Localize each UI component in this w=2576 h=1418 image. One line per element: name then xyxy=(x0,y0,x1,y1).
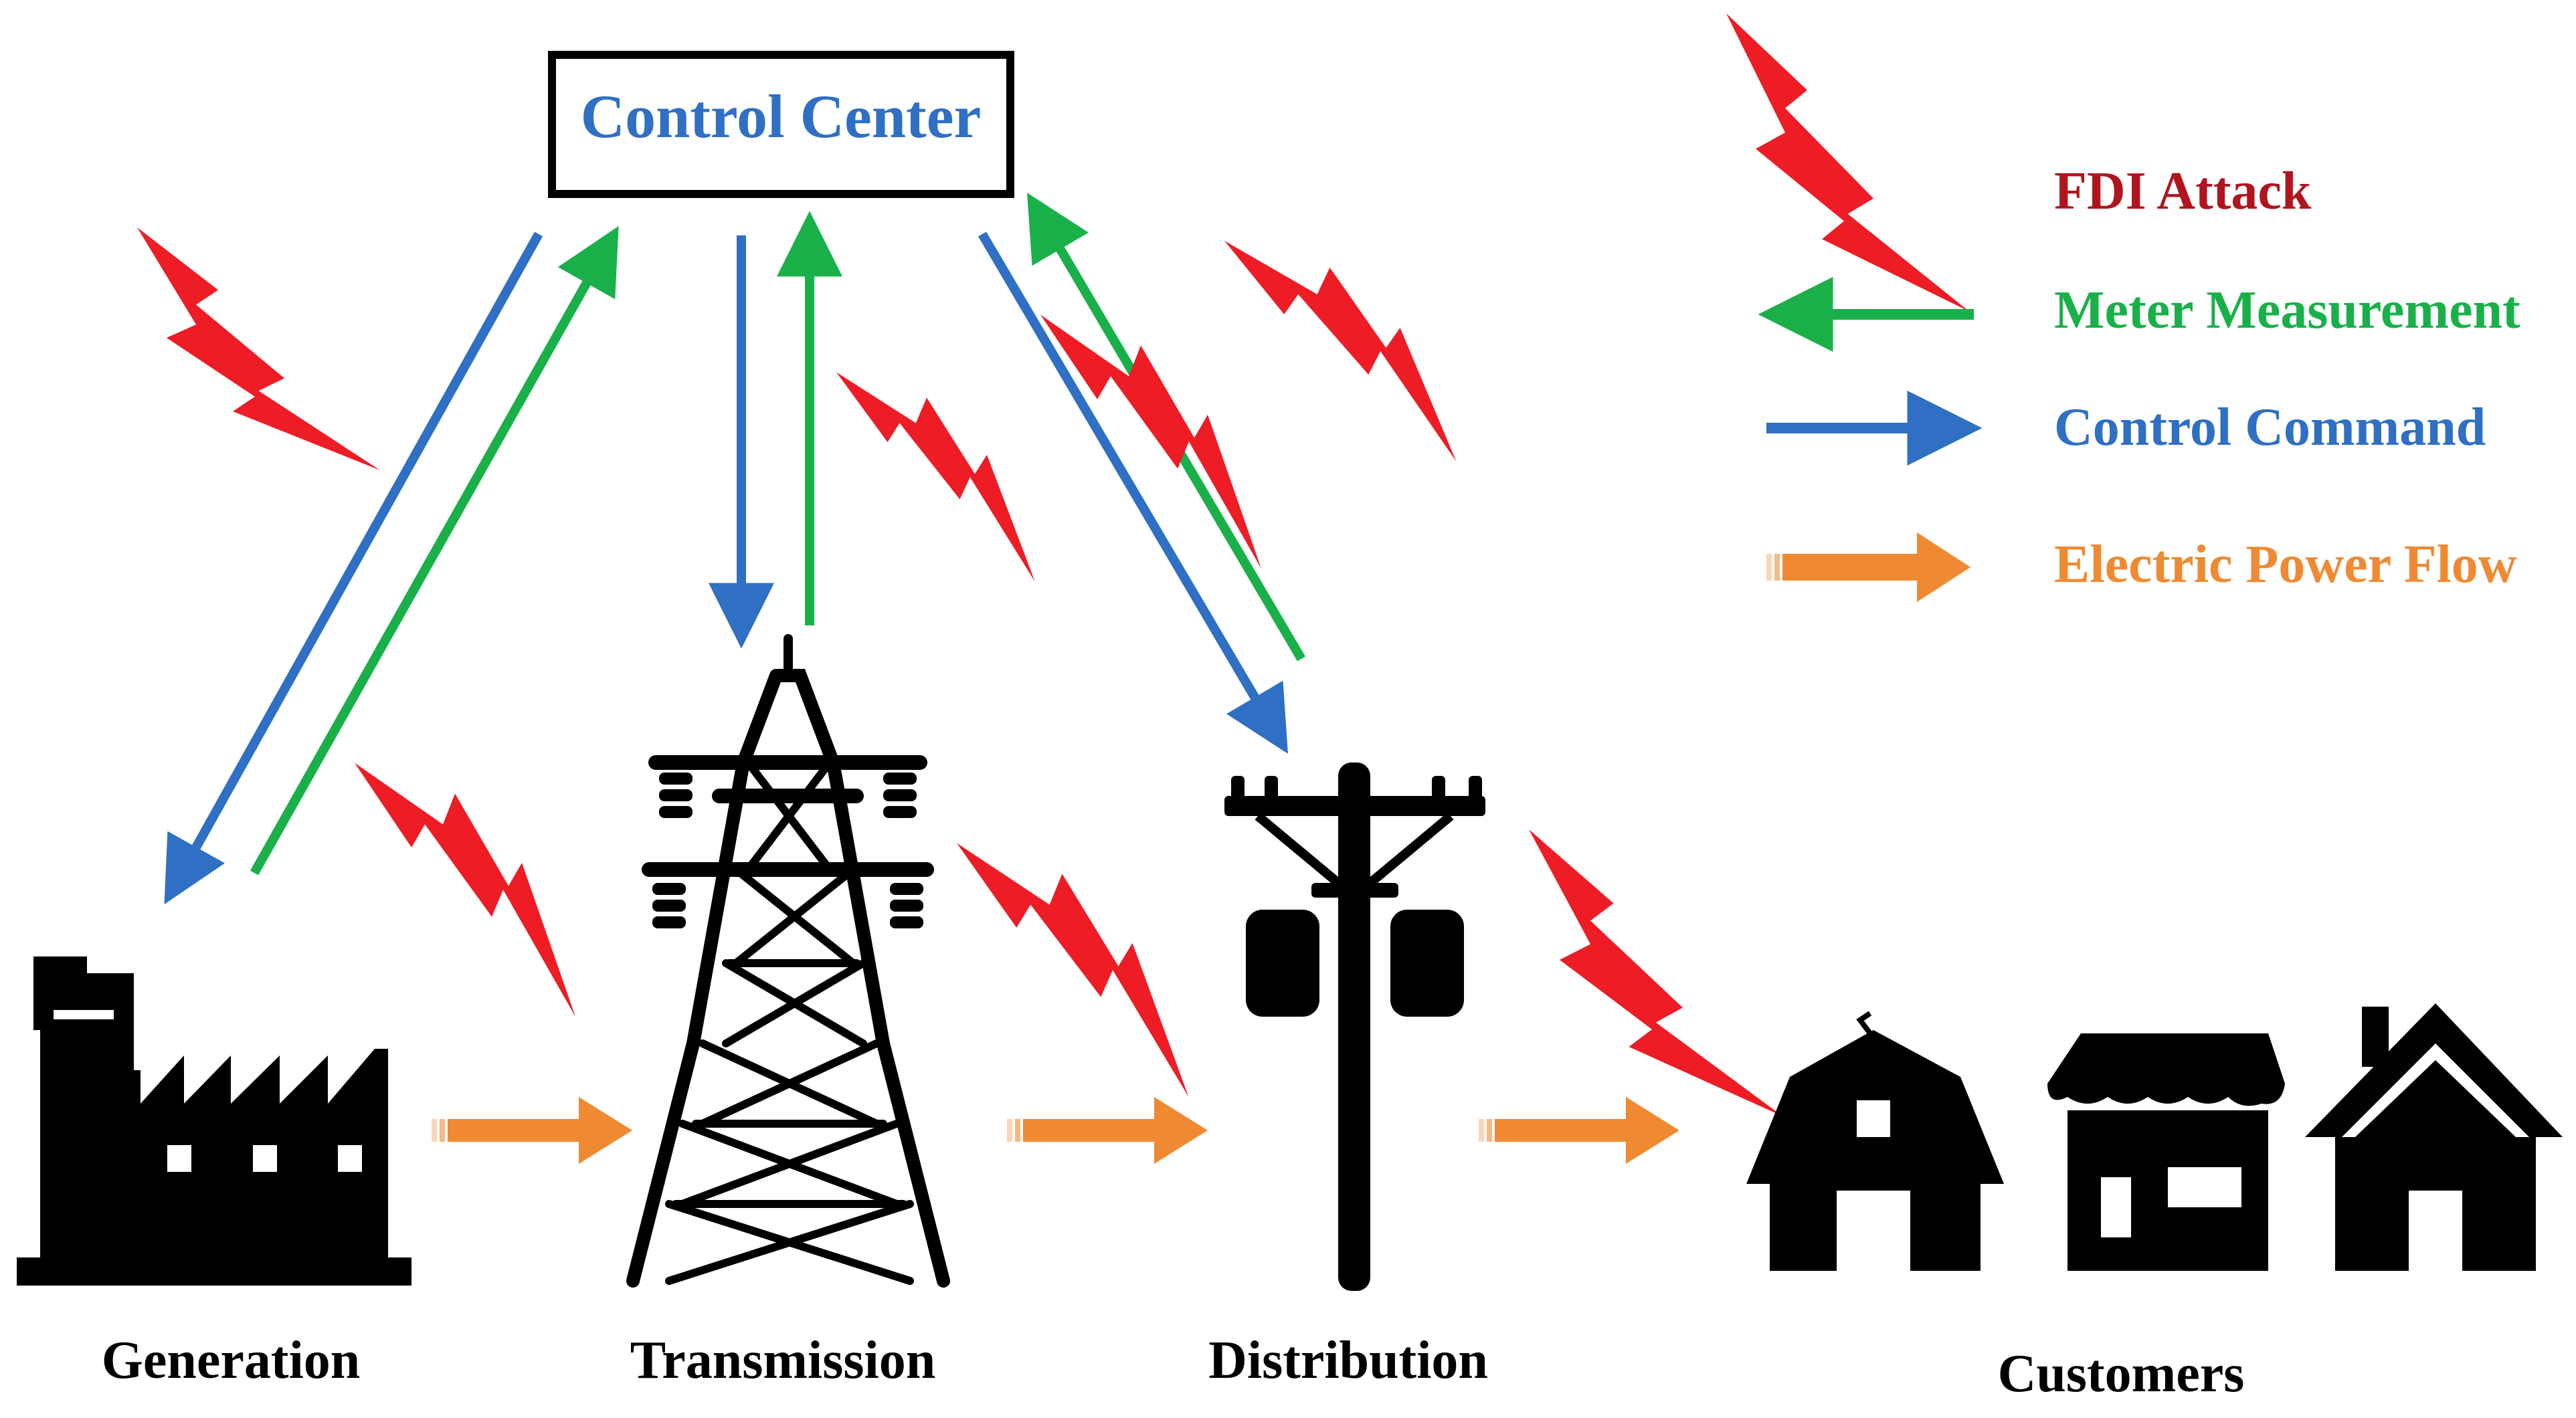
factory-icon xyxy=(17,956,411,1286)
legend-label-fdi: FDI Attack xyxy=(2054,162,2312,221)
shop-icon xyxy=(2047,1033,2285,1271)
fdi-attacks xyxy=(137,13,1969,1116)
distribution-label: Distribution xyxy=(1208,1331,1488,1390)
control-command-arrow-generation xyxy=(164,231,543,905)
lightning-bolt-icon xyxy=(957,843,1189,1097)
barn-icon xyxy=(1746,1011,2004,1271)
meter-measurement-arrow-generation xyxy=(250,225,619,876)
control-center-box xyxy=(548,51,1014,198)
control-center: Control Center xyxy=(548,51,1014,198)
lightning-bolt-icon xyxy=(1529,829,1783,1116)
lightning-bolt-icon xyxy=(1224,241,1457,462)
node-labels: Generation Transmission Distribution Cus… xyxy=(102,1331,2245,1403)
power-flow-arrows xyxy=(432,1097,1679,1164)
legend-power-arrow xyxy=(1766,532,1970,602)
lightning-bolt-icon xyxy=(355,763,575,1017)
control-center-label: Control Center xyxy=(581,82,982,150)
house-icon xyxy=(2305,1003,2563,1271)
power-flow-arrow-2 xyxy=(1007,1097,1208,1164)
utility-pole-icon xyxy=(1224,763,1485,1291)
legend: FDI Attack Meter Measurement Control Com… xyxy=(1758,162,2520,602)
customers-label: Customers xyxy=(1998,1344,2245,1403)
control-command-arrow-distribution xyxy=(978,231,1288,754)
power-flow-arrow-1 xyxy=(432,1097,632,1164)
legend-label-control: Control Command xyxy=(2054,398,2486,457)
power-flow-arrow-3 xyxy=(1479,1097,1679,1164)
transmission-tower-icon xyxy=(626,634,950,1288)
transmission-label: Transmission xyxy=(630,1331,935,1390)
lightning-bolt-icon xyxy=(1726,13,1969,312)
lightning-bolt-icon xyxy=(836,372,1035,582)
lightning-bolt-icon xyxy=(137,227,380,470)
customers-icons xyxy=(1746,1003,2563,1271)
legend-label-power: Electric Power Flow xyxy=(2054,535,2517,594)
generation-label: Generation xyxy=(102,1331,361,1390)
legend-label-meter: Meter Measurement xyxy=(2054,281,2520,340)
